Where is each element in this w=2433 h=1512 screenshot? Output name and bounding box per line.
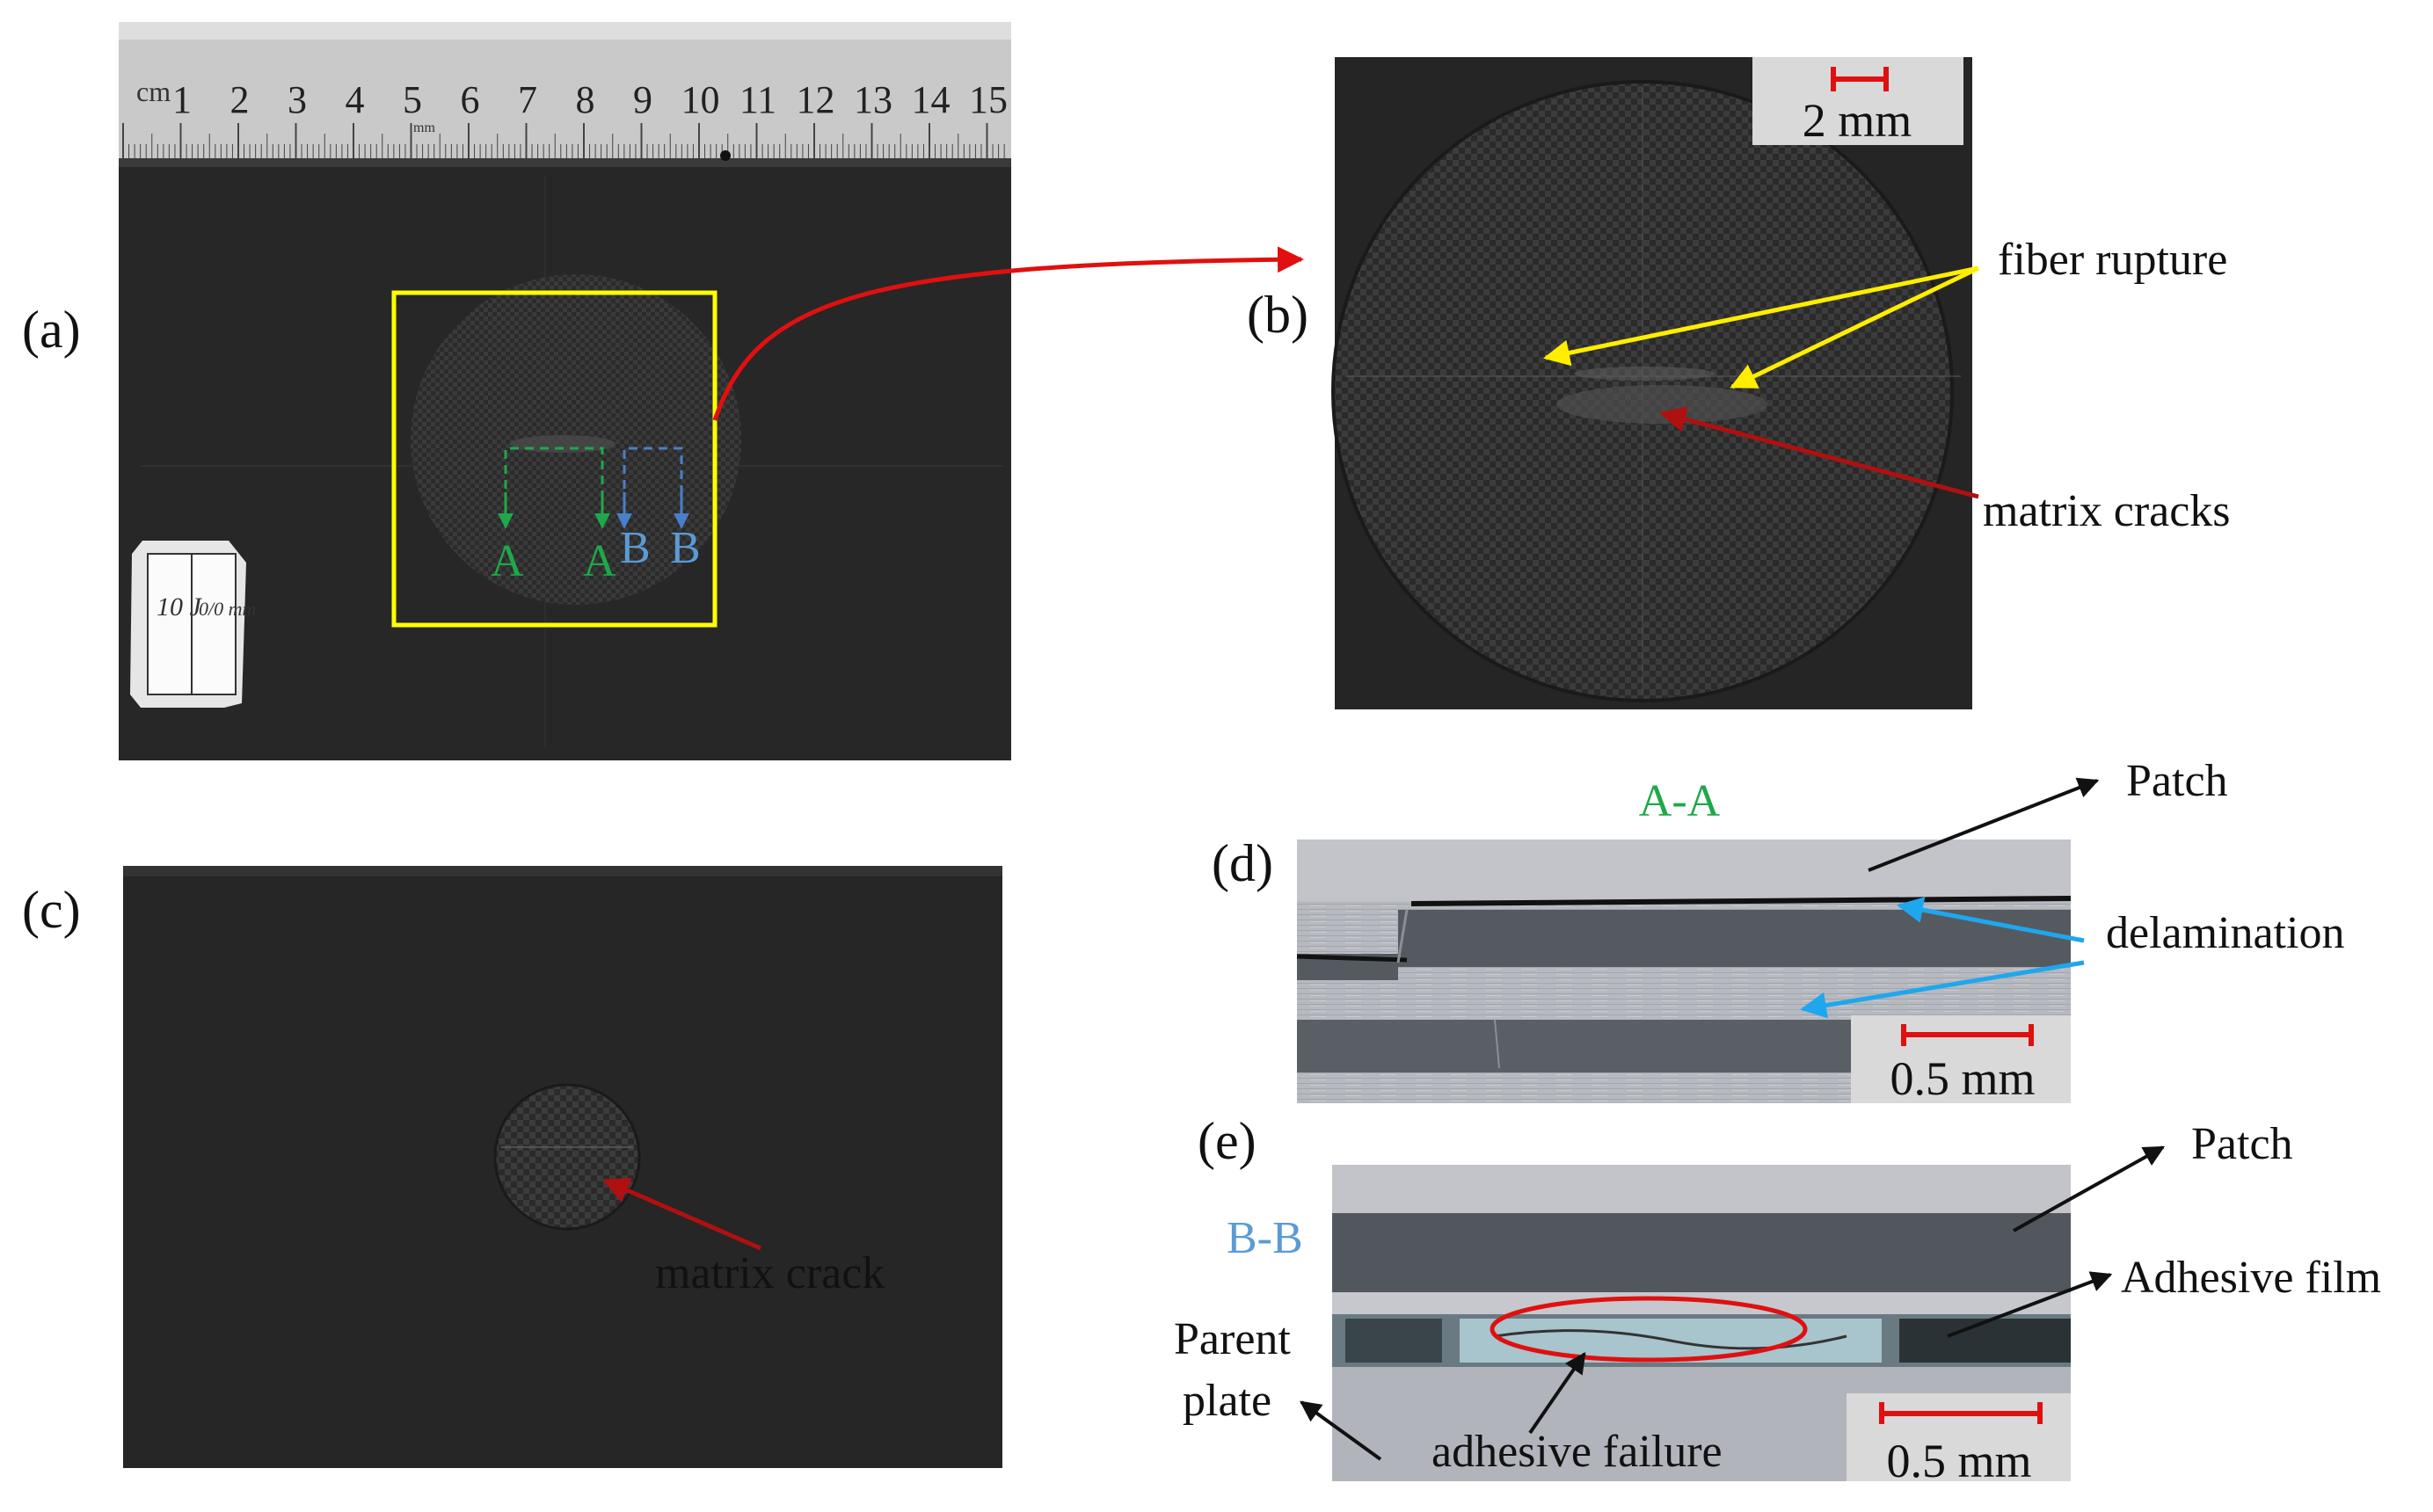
ruler-number: 7 <box>518 78 537 121</box>
ruler-number: 2 <box>230 78 250 121</box>
panel-label-e: (e) <box>1198 1112 1257 1170</box>
back-patch-hole <box>493 1083 641 1231</box>
section-title-b-b: B-B <box>1227 1213 1303 1263</box>
label-matrix-crack: matrix crack <box>655 1248 885 1298</box>
ruler-unit-mm: mm <box>413 120 435 135</box>
ruler-number: 12 <box>797 78 835 121</box>
scale-text-b: 2 mm <box>1803 94 1912 147</box>
fiber-rupture-arrow-2 <box>1730 265 1980 389</box>
delamination-arrow-1 <box>1897 897 2085 943</box>
parent-plate-arrow <box>1300 1400 1382 1461</box>
scale-bar-box-d <box>1851 1015 2071 1103</box>
ruler-number: 10 <box>681 78 720 121</box>
panel-c: matrix crack (c) <box>22 866 1002 1468</box>
ruler-number: 14 <box>912 78 951 121</box>
matrix-cracks-arrow <box>1659 406 1979 499</box>
section-marker-b-left: B <box>620 523 651 573</box>
section-title-a-a: A-A <box>1639 776 1721 826</box>
ruler-number: 3 <box>288 78 307 121</box>
label-adhesive-film: Adhesive film <box>2121 1253 2381 1303</box>
ruler-number: 6 <box>461 78 480 121</box>
scale-bar-box-b <box>1752 57 1963 145</box>
section-marker-a-left: A <box>491 536 524 586</box>
ruler-number: 9 <box>633 78 652 121</box>
panel-label-b: (b) <box>1247 286 1308 344</box>
panel-d: A-A 0.5 mm Patch delamination (d) <box>1212 756 2344 1105</box>
ruler-unit-cm: cm <box>136 76 171 107</box>
panel-e: 0.5 mm Patch Adhesive film Parent plate … <box>1174 1112 2381 1487</box>
ruler-number: 11 <box>739 78 776 121</box>
label-patch-e: Patch <box>2191 1119 2293 1169</box>
ruler-number: 4 <box>346 78 365 121</box>
panel-label-c: (c) <box>22 881 81 939</box>
specimen-tag: 10 J 0/0 mm <box>130 541 256 708</box>
tag-left-text: 10 J <box>157 592 203 622</box>
ruler-ticks <box>122 123 1005 158</box>
label-delamination: delamination <box>2106 908 2344 958</box>
ruler-number: 13 <box>854 78 892 121</box>
section-marker-a-right: A <box>583 536 616 586</box>
ruler-number: 8 <box>576 78 595 121</box>
adhesive-failure-arrow <box>1528 1352 1586 1435</box>
label-matrix-cracks: matrix cracks <box>1983 486 2231 536</box>
tag-right-text: 0/0 mm <box>199 598 256 620</box>
zoom-connector-arrow <box>712 246 1304 421</box>
scale-text-e: 0.5 mm <box>1886 1435 2031 1487</box>
patch-arrow-d <box>1868 777 2100 872</box>
ruler-number: 5 <box>403 78 422 121</box>
label-adhesive-failure: adhesive failure <box>1431 1427 1723 1477</box>
section-b-line <box>623 447 683 519</box>
adhesive-film-arrow <box>1947 1271 2113 1338</box>
section-marker-b-right: B <box>670 523 701 573</box>
patch-arrow-e <box>2013 1145 2166 1232</box>
adhesive-failure-ellipse <box>1490 1296 1808 1363</box>
panel-b: 2 mm fiber rupture matrix cracks (b) <box>1247 57 2231 709</box>
label-parent-plate-line2: plate <box>1183 1376 1271 1426</box>
panel-label-a: (a) <box>22 301 81 359</box>
ruler-number: 1 <box>172 78 192 121</box>
ruler-number: 15 <box>969 78 1008 121</box>
highlight-box <box>391 290 718 628</box>
section-a-line <box>504 447 604 519</box>
scale-text-d: 0.5 mm <box>1890 1052 2035 1105</box>
delamination-arrow-2 <box>1800 960 2085 1019</box>
fiber-rupture-arrow-1 <box>1543 265 1979 367</box>
panel-label-d: (d) <box>1212 834 1273 892</box>
label-fiber-rupture: fiber rupture <box>1998 235 2227 285</box>
label-patch-d: Patch <box>2126 756 2228 806</box>
matrix-crack-arrow <box>602 1178 761 1251</box>
label-parent-plate-line1: Parent <box>1174 1314 1291 1364</box>
